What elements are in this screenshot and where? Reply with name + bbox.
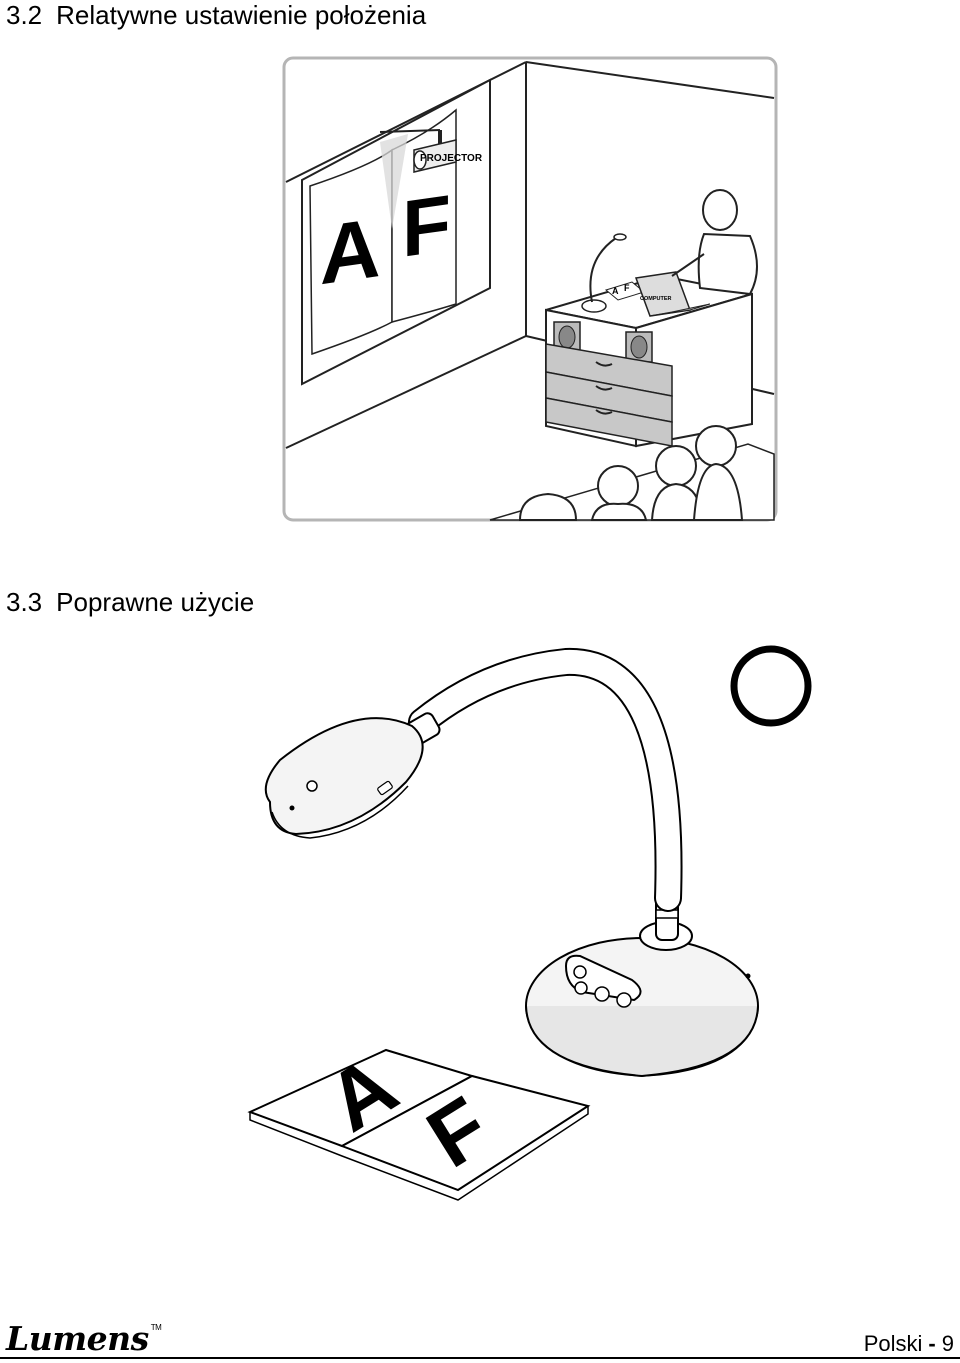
camera-gooseneck: [401, 647, 683, 912]
footer-language: Polski: [863, 1331, 923, 1356]
open-book: A F: [247, 1038, 591, 1201]
section-heading-3-2: 3.2 Relatywne ustawienie położenia: [6, 2, 426, 28]
page-number: 9: [941, 1331, 954, 1356]
footer-rule: [0, 1357, 960, 1359]
document-camera-illustration: A F: [247, 645, 812, 1201]
left-floor-line: [285, 335, 527, 449]
page-footer: Polski-9: [864, 1333, 954, 1355]
laptop: COMPUTER: [634, 271, 711, 317]
footer-separator: -: [928, 1331, 936, 1356]
brand-name: Lumens: [6, 1319, 149, 1358]
projector-label: PROJECTOR: [420, 153, 483, 164]
projector: PROJECTOR: [379, 129, 483, 173]
classroom-setup-illustration: A F PROJECTOR A F COMPUT: [282, 56, 778, 522]
projector-beam: [380, 134, 408, 229]
right-wall-top-edge: [525, 61, 775, 99]
camera-base: [525, 895, 759, 1078]
section-title: Poprawne użycie: [56, 587, 255, 617]
desk-document-camera: A F: [581, 233, 646, 313]
trademark-mark: TM: [150, 1323, 162, 1332]
section-heading-3-3: 3.3 Poprawne użycie: [6, 589, 254, 615]
presenter-figure: [671, 189, 758, 296]
correct-usage-circle-icon: [730, 645, 812, 727]
section-number: 3.3: [6, 587, 43, 617]
computer-label: COMPUTER: [640, 296, 672, 302]
camera-head: [264, 717, 424, 839]
section-title: Relatywne ustawienie położenia: [56, 0, 427, 30]
screen-letter-f: F: [402, 178, 451, 274]
presenter-desk: [545, 274, 753, 448]
audience: [489, 425, 775, 521]
screen-letter-a: A: [320, 200, 381, 302]
desk-doc-letter-a: A: [612, 286, 619, 296]
section-number: 3.2: [6, 0, 43, 30]
desk-doc-letter-f: F: [624, 283, 630, 293]
